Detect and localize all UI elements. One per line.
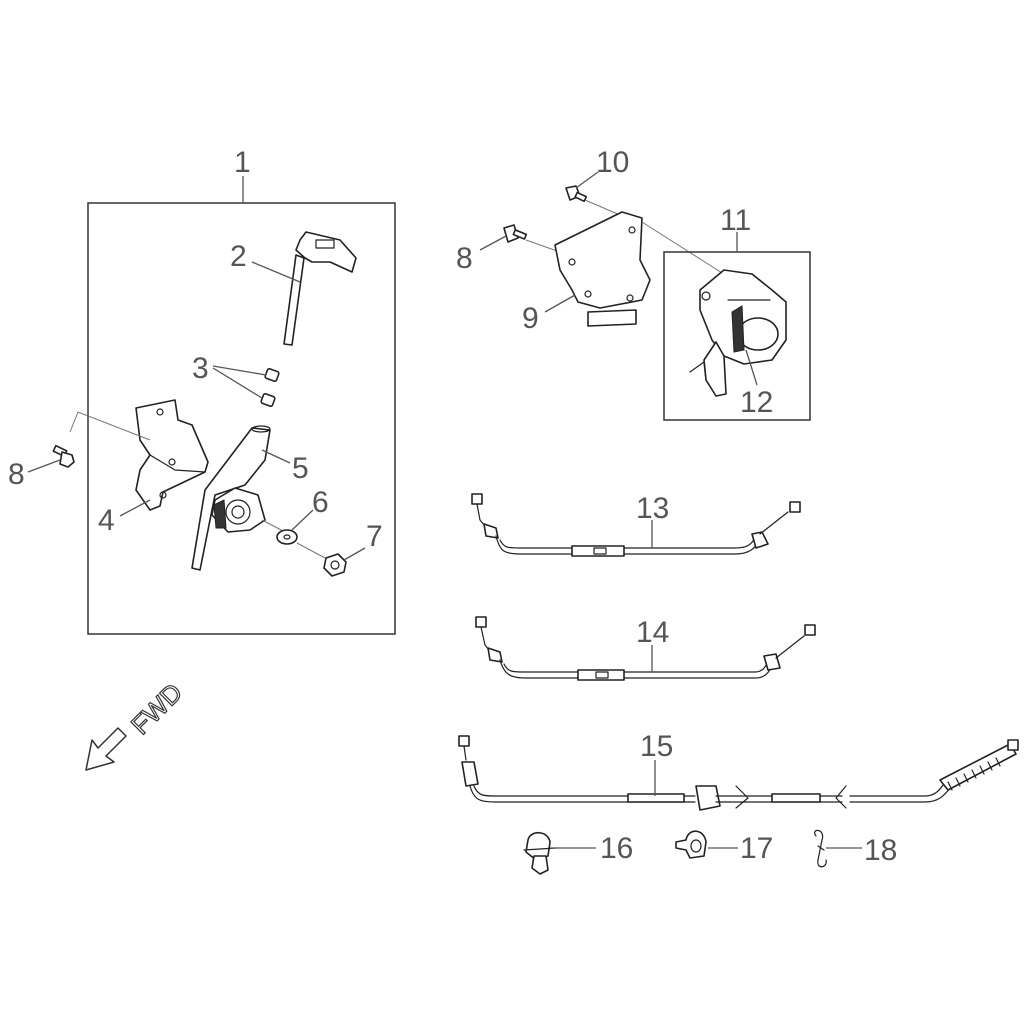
leader-10 — [575, 171, 599, 189]
callout-5: 5 — [292, 452, 309, 485]
guide-10 — [584, 199, 621, 216]
leader-12 — [745, 349, 758, 386]
part-12-holder[interactable] — [689, 269, 787, 397]
part-3-screws[interactable] — [260, 368, 280, 407]
leader-8a — [27, 459, 61, 473]
callout-2: 2 — [230, 240, 247, 273]
guide-8a — [69, 411, 151, 441]
leader-4 — [119, 499, 151, 517]
leader-9 — [544, 294, 576, 313]
part-10-bolt[interactable] — [565, 185, 588, 203]
callout-1: 1 — [234, 146, 251, 179]
guide-6-7 — [296, 542, 326, 559]
callout-3: 3 — [192, 352, 209, 385]
part-9-plate[interactable] — [554, 211, 651, 327]
part-18-hook[interactable] — [814, 829, 827, 868]
part-6-washer[interactable] — [276, 529, 298, 545]
callout-18: 18 — [864, 834, 897, 867]
leader-8b — [479, 235, 507, 251]
callout-4: 4 — [98, 504, 115, 537]
part-16-clip[interactable] — [523, 831, 557, 875]
guide-8b — [525, 239, 561, 253]
callout-15: 15 — [640, 730, 673, 763]
callout-6: 6 — [312, 486, 329, 519]
part-14-cable[interactable] — [475, 616, 816, 681]
part-8a-bolt[interactable] — [52, 444, 75, 468]
callout-11: 11 — [720, 204, 751, 237]
callout-12: 12 — [740, 386, 773, 419]
leader-6 — [291, 509, 314, 531]
part-13-cable[interactable] — [471, 493, 801, 557]
callout-17: 17 — [740, 832, 773, 865]
part-5-switch[interactable] — [191, 425, 271, 571]
callout-8b: 8 — [456, 242, 473, 275]
leader-3a — [212, 365, 267, 376]
part-17-clamp[interactable] — [675, 830, 707, 859]
leader-7 — [343, 547, 366, 561]
part-2-key[interactable] — [283, 231, 357, 346]
leader-3b — [212, 367, 263, 399]
part-8b-bolt[interactable] — [503, 224, 528, 243]
callout-8a: 8 — [8, 458, 25, 491]
callout-9: 9 — [522, 302, 539, 335]
callout-16: 16 — [600, 832, 633, 865]
leader-5 — [261, 449, 291, 464]
callout-10: 10 — [596, 146, 629, 179]
guide-9-11 — [641, 221, 731, 279]
fwd-label: FWD — [125, 677, 188, 740]
part-4-bracket[interactable] — [135, 399, 209, 511]
part-15-cable[interactable] — [458, 735, 1019, 811]
part-7-nut[interactable] — [323, 553, 347, 577]
assembly-1-frame — [87, 202, 396, 635]
leader-2 — [251, 261, 301, 283]
callout-13: 13 — [636, 492, 669, 525]
fwd-arrow-icon — [85, 727, 127, 771]
callout-7: 7 — [366, 520, 383, 553]
callout-14: 14 — [636, 616, 669, 649]
guide-5-6 — [261, 519, 286, 533]
